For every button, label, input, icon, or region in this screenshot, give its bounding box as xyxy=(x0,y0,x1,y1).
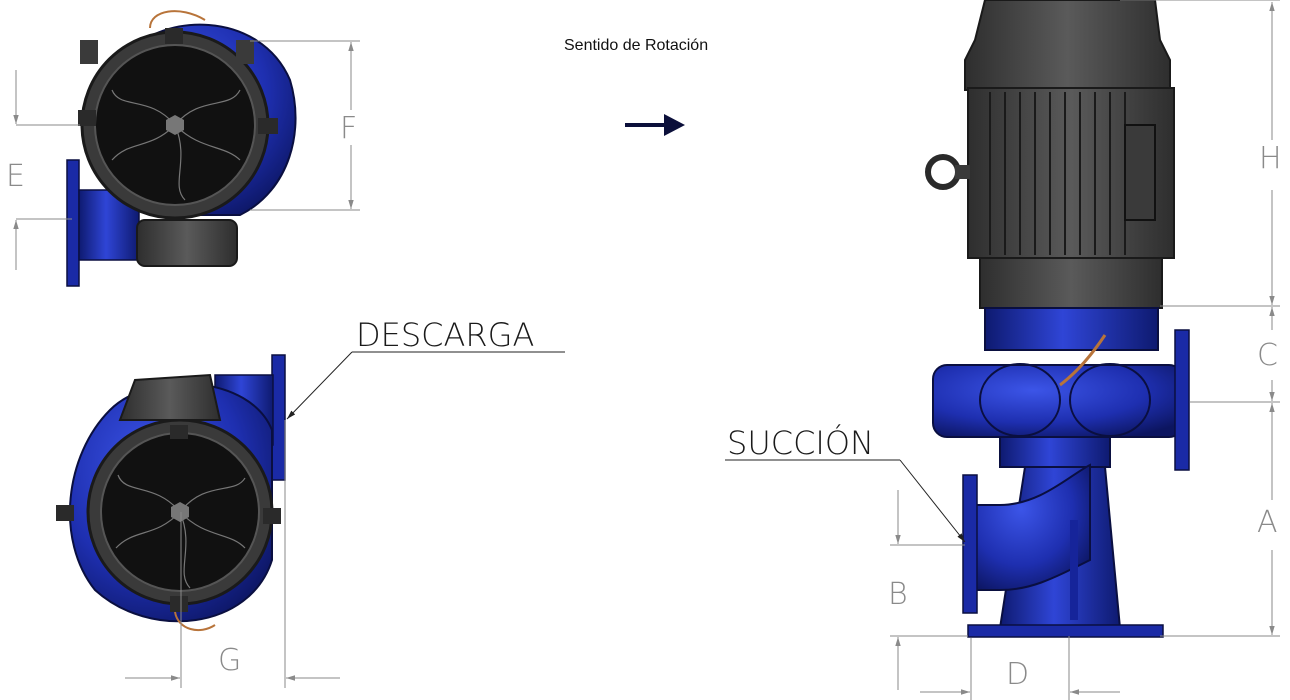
pump-bottom-view xyxy=(56,354,286,632)
dim-label-E: E xyxy=(6,159,25,194)
rotation-label: Sentido de Rotación xyxy=(564,37,708,54)
dim-label-D: D xyxy=(1006,657,1029,692)
dim-label-F: F xyxy=(340,111,357,146)
dim-label-C: C xyxy=(1257,338,1278,373)
rotation-arrow-icon xyxy=(625,114,685,136)
dimension-lines xyxy=(13,0,1280,700)
suction-label: SUCCIÓN xyxy=(727,423,874,462)
discharge-label: DESCARGA xyxy=(356,316,534,354)
dim-label-G: G xyxy=(218,643,241,678)
callout-leaders xyxy=(286,351,966,543)
pump-top-view xyxy=(66,10,297,287)
dim-label-B: B xyxy=(888,577,908,612)
dim-label-H: H xyxy=(1259,141,1282,176)
pump-side-elevation xyxy=(925,0,1190,638)
dim-label-A: A xyxy=(1257,505,1278,540)
